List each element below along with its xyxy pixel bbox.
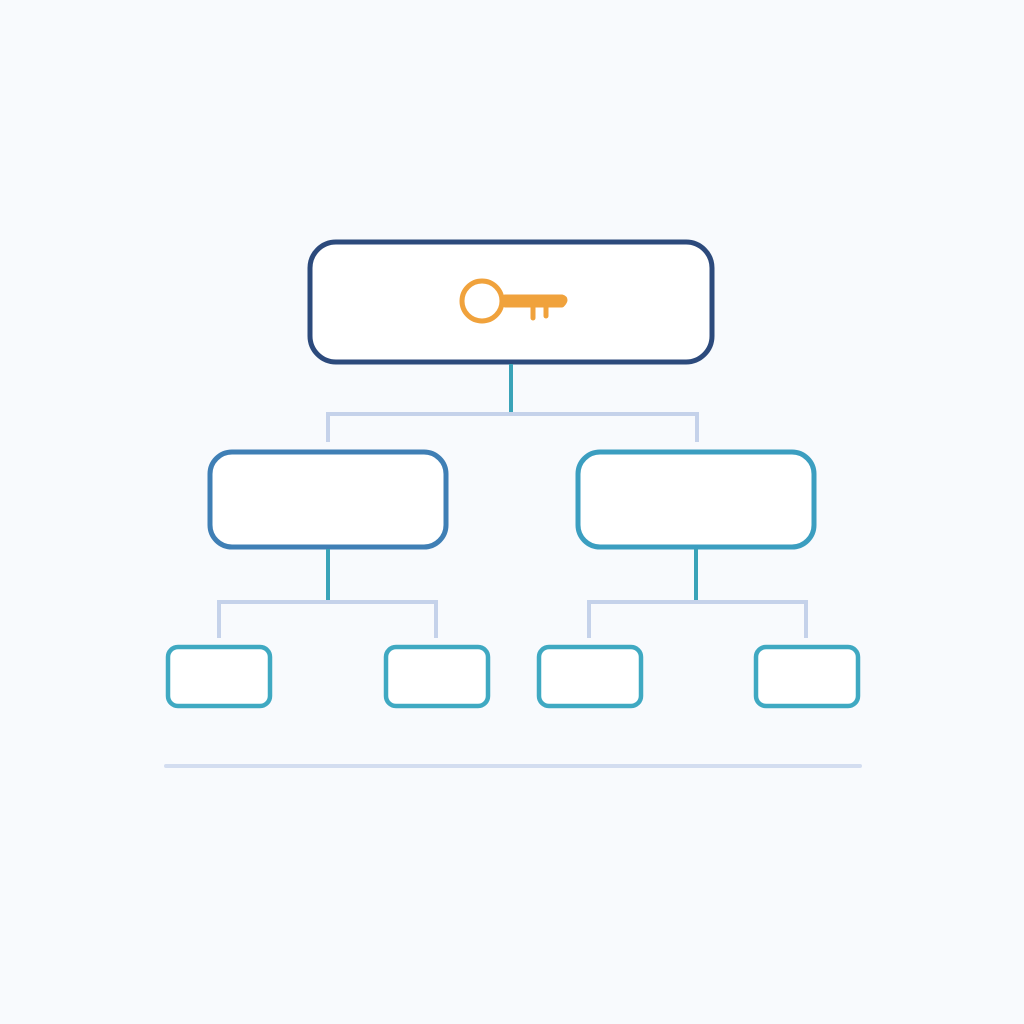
leaf-node-1-box xyxy=(165,644,273,709)
connector-root-branch xyxy=(326,412,699,442)
key-icon xyxy=(459,278,568,324)
mid-node-right xyxy=(575,449,817,550)
leaf-node-4 xyxy=(753,644,861,709)
leaf-node-1 xyxy=(165,644,273,709)
mid-node-left xyxy=(207,449,449,550)
leaf-node-4-box xyxy=(753,644,861,709)
mid-node-left-box xyxy=(207,449,449,550)
mid-node-right-box xyxy=(575,449,817,550)
connector-left-branch xyxy=(217,600,438,638)
leaf-node-3-box xyxy=(536,644,644,709)
leaf-node-2 xyxy=(383,644,491,709)
leaf-node-2-box xyxy=(383,644,491,709)
leaf-node-3 xyxy=(536,644,644,709)
connector-right-branch xyxy=(587,600,808,638)
root-node xyxy=(307,239,715,365)
